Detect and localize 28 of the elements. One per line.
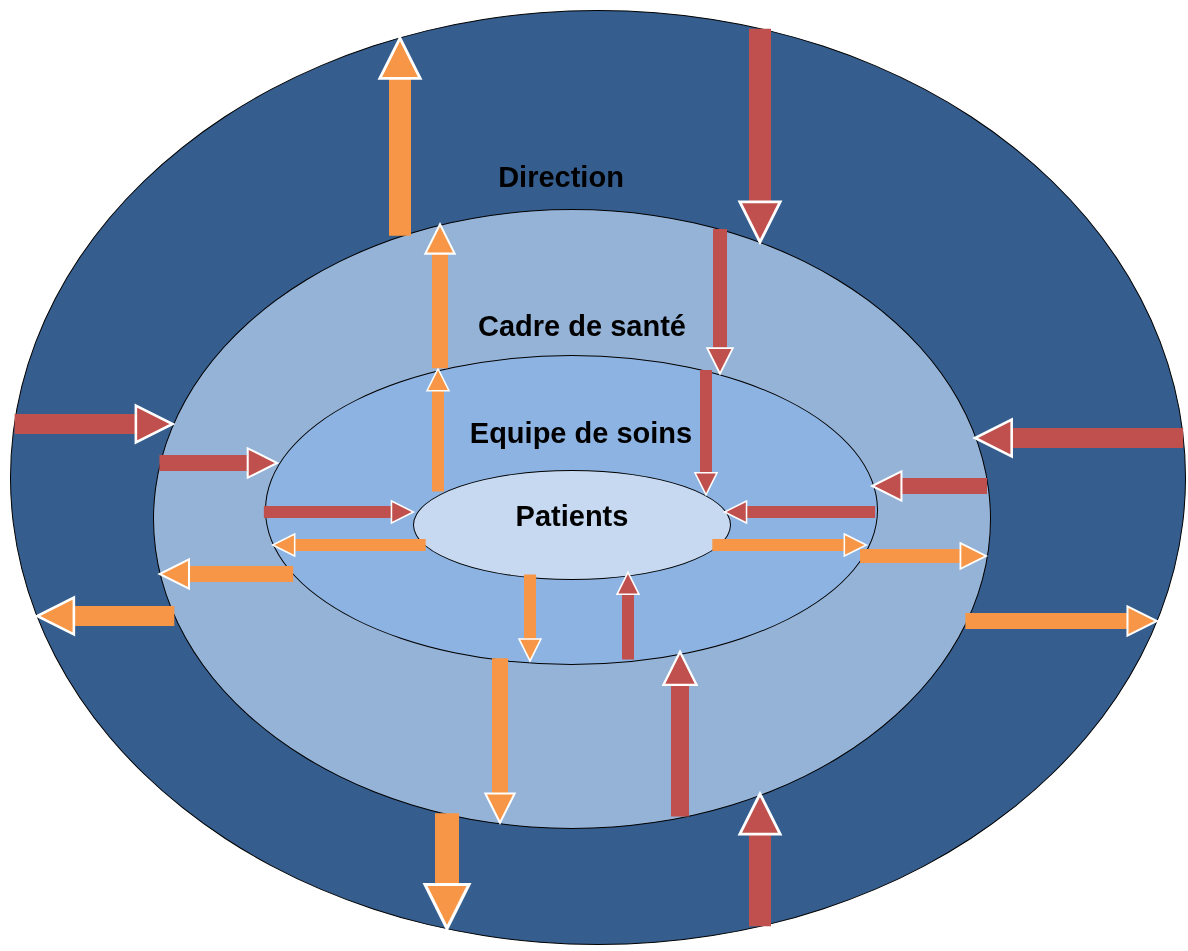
block-arrow xyxy=(35,596,175,636)
block-arrow xyxy=(738,28,782,244)
block-arrow xyxy=(158,558,294,590)
block-arrow xyxy=(662,650,698,817)
block-arrow xyxy=(14,404,174,444)
layer-label: Direction xyxy=(498,163,624,192)
block-arrow xyxy=(871,470,987,502)
block-arrow xyxy=(423,813,471,931)
block-arrow xyxy=(378,36,422,236)
block-arrow xyxy=(738,792,782,927)
block-arrow xyxy=(694,370,718,496)
block-arrow xyxy=(518,574,542,662)
layer-label: Cadre de santé xyxy=(478,312,686,341)
block-arrow xyxy=(426,368,450,492)
block-arrow xyxy=(271,533,426,557)
block-arrow xyxy=(616,571,640,660)
block-arrow xyxy=(424,223,456,369)
block-arrow xyxy=(706,229,734,375)
block-arrow xyxy=(860,542,987,570)
block-arrow xyxy=(159,447,279,479)
block-arrow xyxy=(712,533,868,557)
block-arrow xyxy=(965,605,1158,637)
block-arrow xyxy=(973,418,1184,458)
block-arrow xyxy=(723,500,876,524)
block-arrow xyxy=(263,500,415,524)
layer-label: Patients xyxy=(515,502,629,531)
block-arrow xyxy=(484,658,516,824)
layer-label: Equipe de soins xyxy=(469,419,693,448)
